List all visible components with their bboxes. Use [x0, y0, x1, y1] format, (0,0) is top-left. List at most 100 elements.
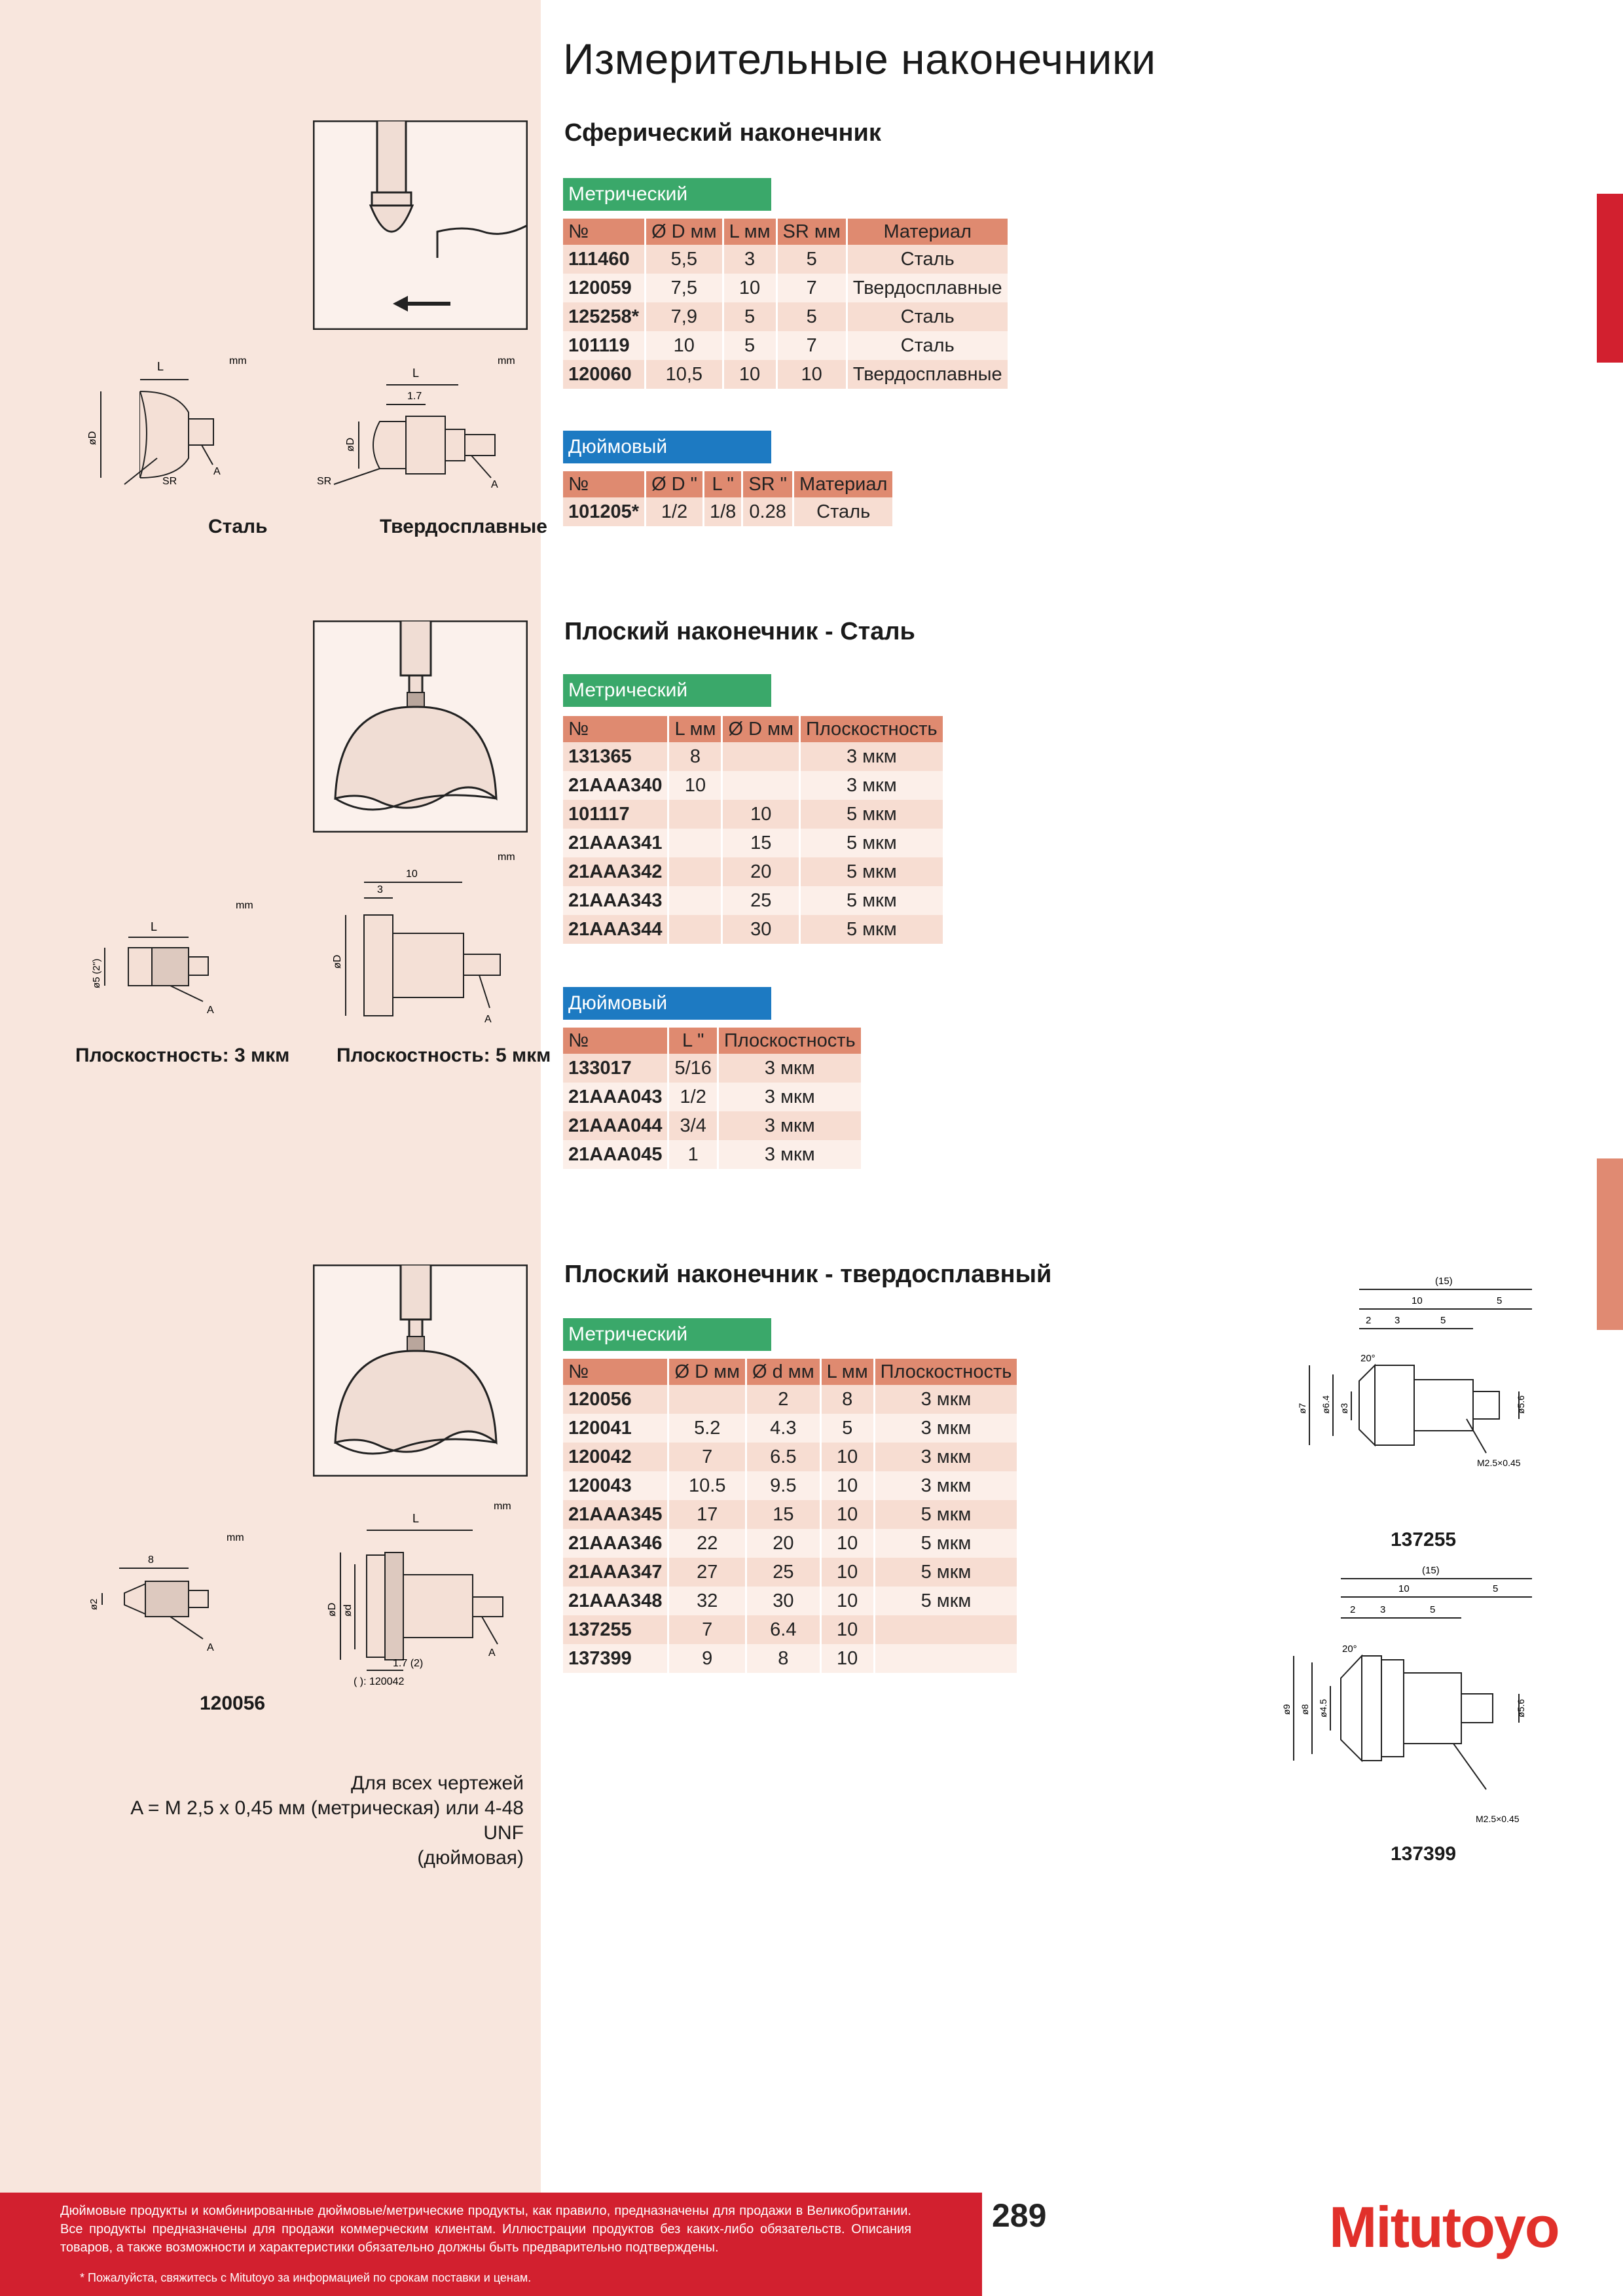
- spherical-metric-cell: 10: [723, 360, 776, 389]
- flat-carbide-tip-photo: [313, 1265, 528, 1477]
- dim-A: A: [207, 1005, 214, 1016]
- flat-carbide-metric-cell: 6.5: [746, 1443, 820, 1471]
- flat-carbide-metric-cell: 10: [821, 1529, 873, 1558]
- drawing-note: Для всех чертежей A = M 2,5 x 0,45 мм (м…: [98, 1771, 524, 1871]
- spherical-metric-header-0: №: [563, 219, 645, 245]
- dim-L: L: [412, 1512, 419, 1525]
- spherical-metric-cell: 5: [723, 302, 776, 331]
- chapter-tab-salmon: [1597, 1158, 1623, 1330]
- caption-137255: 137255: [1391, 1529, 1457, 1551]
- note-line-2: A = M 2,5 x 0,45 мм (метрическая) или 4-…: [130, 1797, 524, 1844]
- flat-carbide-metric-cell: 10: [821, 1471, 873, 1500]
- flat-steel-metric-cell: [723, 742, 799, 771]
- spherical-metric-cell: 3: [723, 245, 776, 274]
- flat-steel-inch-cell: 21AAA043: [563, 1083, 668, 1111]
- spherical-metric-cell: 10: [777, 360, 846, 389]
- flat-steel-metric-cell: 5 мкм: [800, 800, 943, 829]
- spherical-metric-cell: 120059: [563, 274, 645, 302]
- flat-carbide-metric-cell: 21AAA345: [563, 1500, 668, 1529]
- spherical-inch-header-2: L ": [704, 471, 742, 497]
- section-title-flat-steel: Плоский наконечник - Сталь: [564, 618, 915, 645]
- mm-label: mm: [498, 852, 515, 863]
- flat-carbide-metric-cell: 4.3: [746, 1414, 820, 1443]
- flat-carbide-metric-cell: 6.4: [746, 1615, 820, 1644]
- flat-carbide-metric-cell: 2: [746, 1385, 820, 1414]
- dim-D: øD: [327, 1603, 338, 1617]
- spherical-carbide-drawing: mm L 1.7 øD A SR: [317, 355, 515, 490]
- flat-steel-metric-header-3: Плоскостность: [800, 716, 943, 742]
- spherical-steel-drawing: mm L øD A SR: [87, 355, 247, 487]
- flat-steel-metric-cell: [669, 915, 721, 944]
- dim-3: 3: [377, 884, 383, 895]
- page-title: Измерительные наконечники: [563, 35, 1156, 83]
- metric-badge-flat-steel: Метрический: [563, 674, 771, 707]
- flat-steel-3um-drawing: mm L ø5 (2") A: [91, 900, 253, 1016]
- spherical-metric-cell: 101119: [563, 331, 645, 360]
- spherical-inch-header-3: SR ": [743, 471, 792, 497]
- flat-steel-metric-cell: 10: [669, 771, 721, 800]
- spherical-inch-cell: 1/2: [646, 497, 702, 526]
- dim-A: A: [207, 1642, 214, 1653]
- flat-steel-metric-cell: [669, 886, 721, 915]
- flat-carbide-metric-cell: 17: [669, 1500, 745, 1529]
- flat-steel-metric-cell: 21AAA343: [563, 886, 668, 915]
- flat-steel-metric-header-1: L мм: [669, 716, 721, 742]
- mitutoyo-logo: Mitutoyo: [1329, 2195, 1560, 2259]
- spherical-metric-header-4: Материал: [847, 219, 1008, 245]
- flat-carbide-metric-cell: 8: [746, 1644, 820, 1673]
- flat-steel-metric-cell: 10: [723, 800, 799, 829]
- inch-badge-spherical: Дюймовый: [563, 431, 771, 463]
- spherical-metric-cell: 5: [777, 245, 846, 274]
- flat-steel-metric-cell: 3 мкм: [800, 742, 943, 771]
- spherical-inch-cell: 101205*: [563, 497, 645, 526]
- flat-steel-metric-cell: 101117: [563, 800, 668, 829]
- flat-steel-metric-cell: 5 мкм: [800, 857, 943, 886]
- spherical-metric-cell: Твердосплавные: [847, 274, 1008, 302]
- flat-carbide-metric-cell: 21AAA347: [563, 1558, 668, 1587]
- spherical-metric-cell: Сталь: [847, 245, 1008, 274]
- flat-steel-metric-cell: [723, 771, 799, 800]
- caption-carbide: Твердосплавные: [380, 516, 547, 537]
- flat-steel-metric-cell: 21AAA342: [563, 857, 668, 886]
- flat-steel-inch-cell: 3 мкм: [718, 1140, 861, 1169]
- spherical-metric-cell: 7,5: [646, 274, 722, 302]
- flat-steel-inch-cell: 3 мкм: [718, 1083, 861, 1111]
- flat-carbide-metric-cell: 3 мкм: [875, 1443, 1017, 1471]
- spherical-metric-cell: 10: [723, 274, 776, 302]
- drawing-137399: (15) 10 5 2 3 5 20° ø9 ø8 ø4.5 ø5.6 M2.5…: [1281, 1565, 1532, 1824]
- flat-steel-inch-cell: 21AAA045: [563, 1140, 668, 1169]
- flat-carbide-metric-cell: 7: [669, 1615, 745, 1644]
- dim-D: øD: [332, 955, 343, 969]
- dim-d9: ø9: [1281, 1704, 1292, 1715]
- footer-disclaimer: Дюймовые продукты и комбинированные дюйм…: [60, 2204, 911, 2255]
- flat-steel-metric-cell: 20: [723, 857, 799, 886]
- section-title-flat-carbide: Плоский наконечник - твердосплавный: [564, 1261, 1052, 1288]
- flat-carbide-metric-cell: [875, 1615, 1017, 1644]
- flat-carbide-metric-cell: 27: [669, 1558, 745, 1587]
- flat-carbide-120056-drawing: mm 8 ø2 A: [88, 1532, 244, 1653]
- flat-steel-metric-cell: [669, 829, 721, 857]
- note-line-3: (дюймовая): [417, 1847, 524, 1869]
- flat-carbide-metric-cell: 8: [821, 1385, 873, 1414]
- dim-5: 5: [1493, 1583, 1498, 1594]
- flat-carbide-metric-cell: 120043: [563, 1471, 668, 1500]
- mm-label: mm: [494, 1501, 511, 1512]
- flat-steel-metric-cell: 30: [723, 915, 799, 944]
- spherical-metric-cell: 5,5: [646, 245, 722, 274]
- flat-carbide-metric-cell: 10: [821, 1443, 873, 1471]
